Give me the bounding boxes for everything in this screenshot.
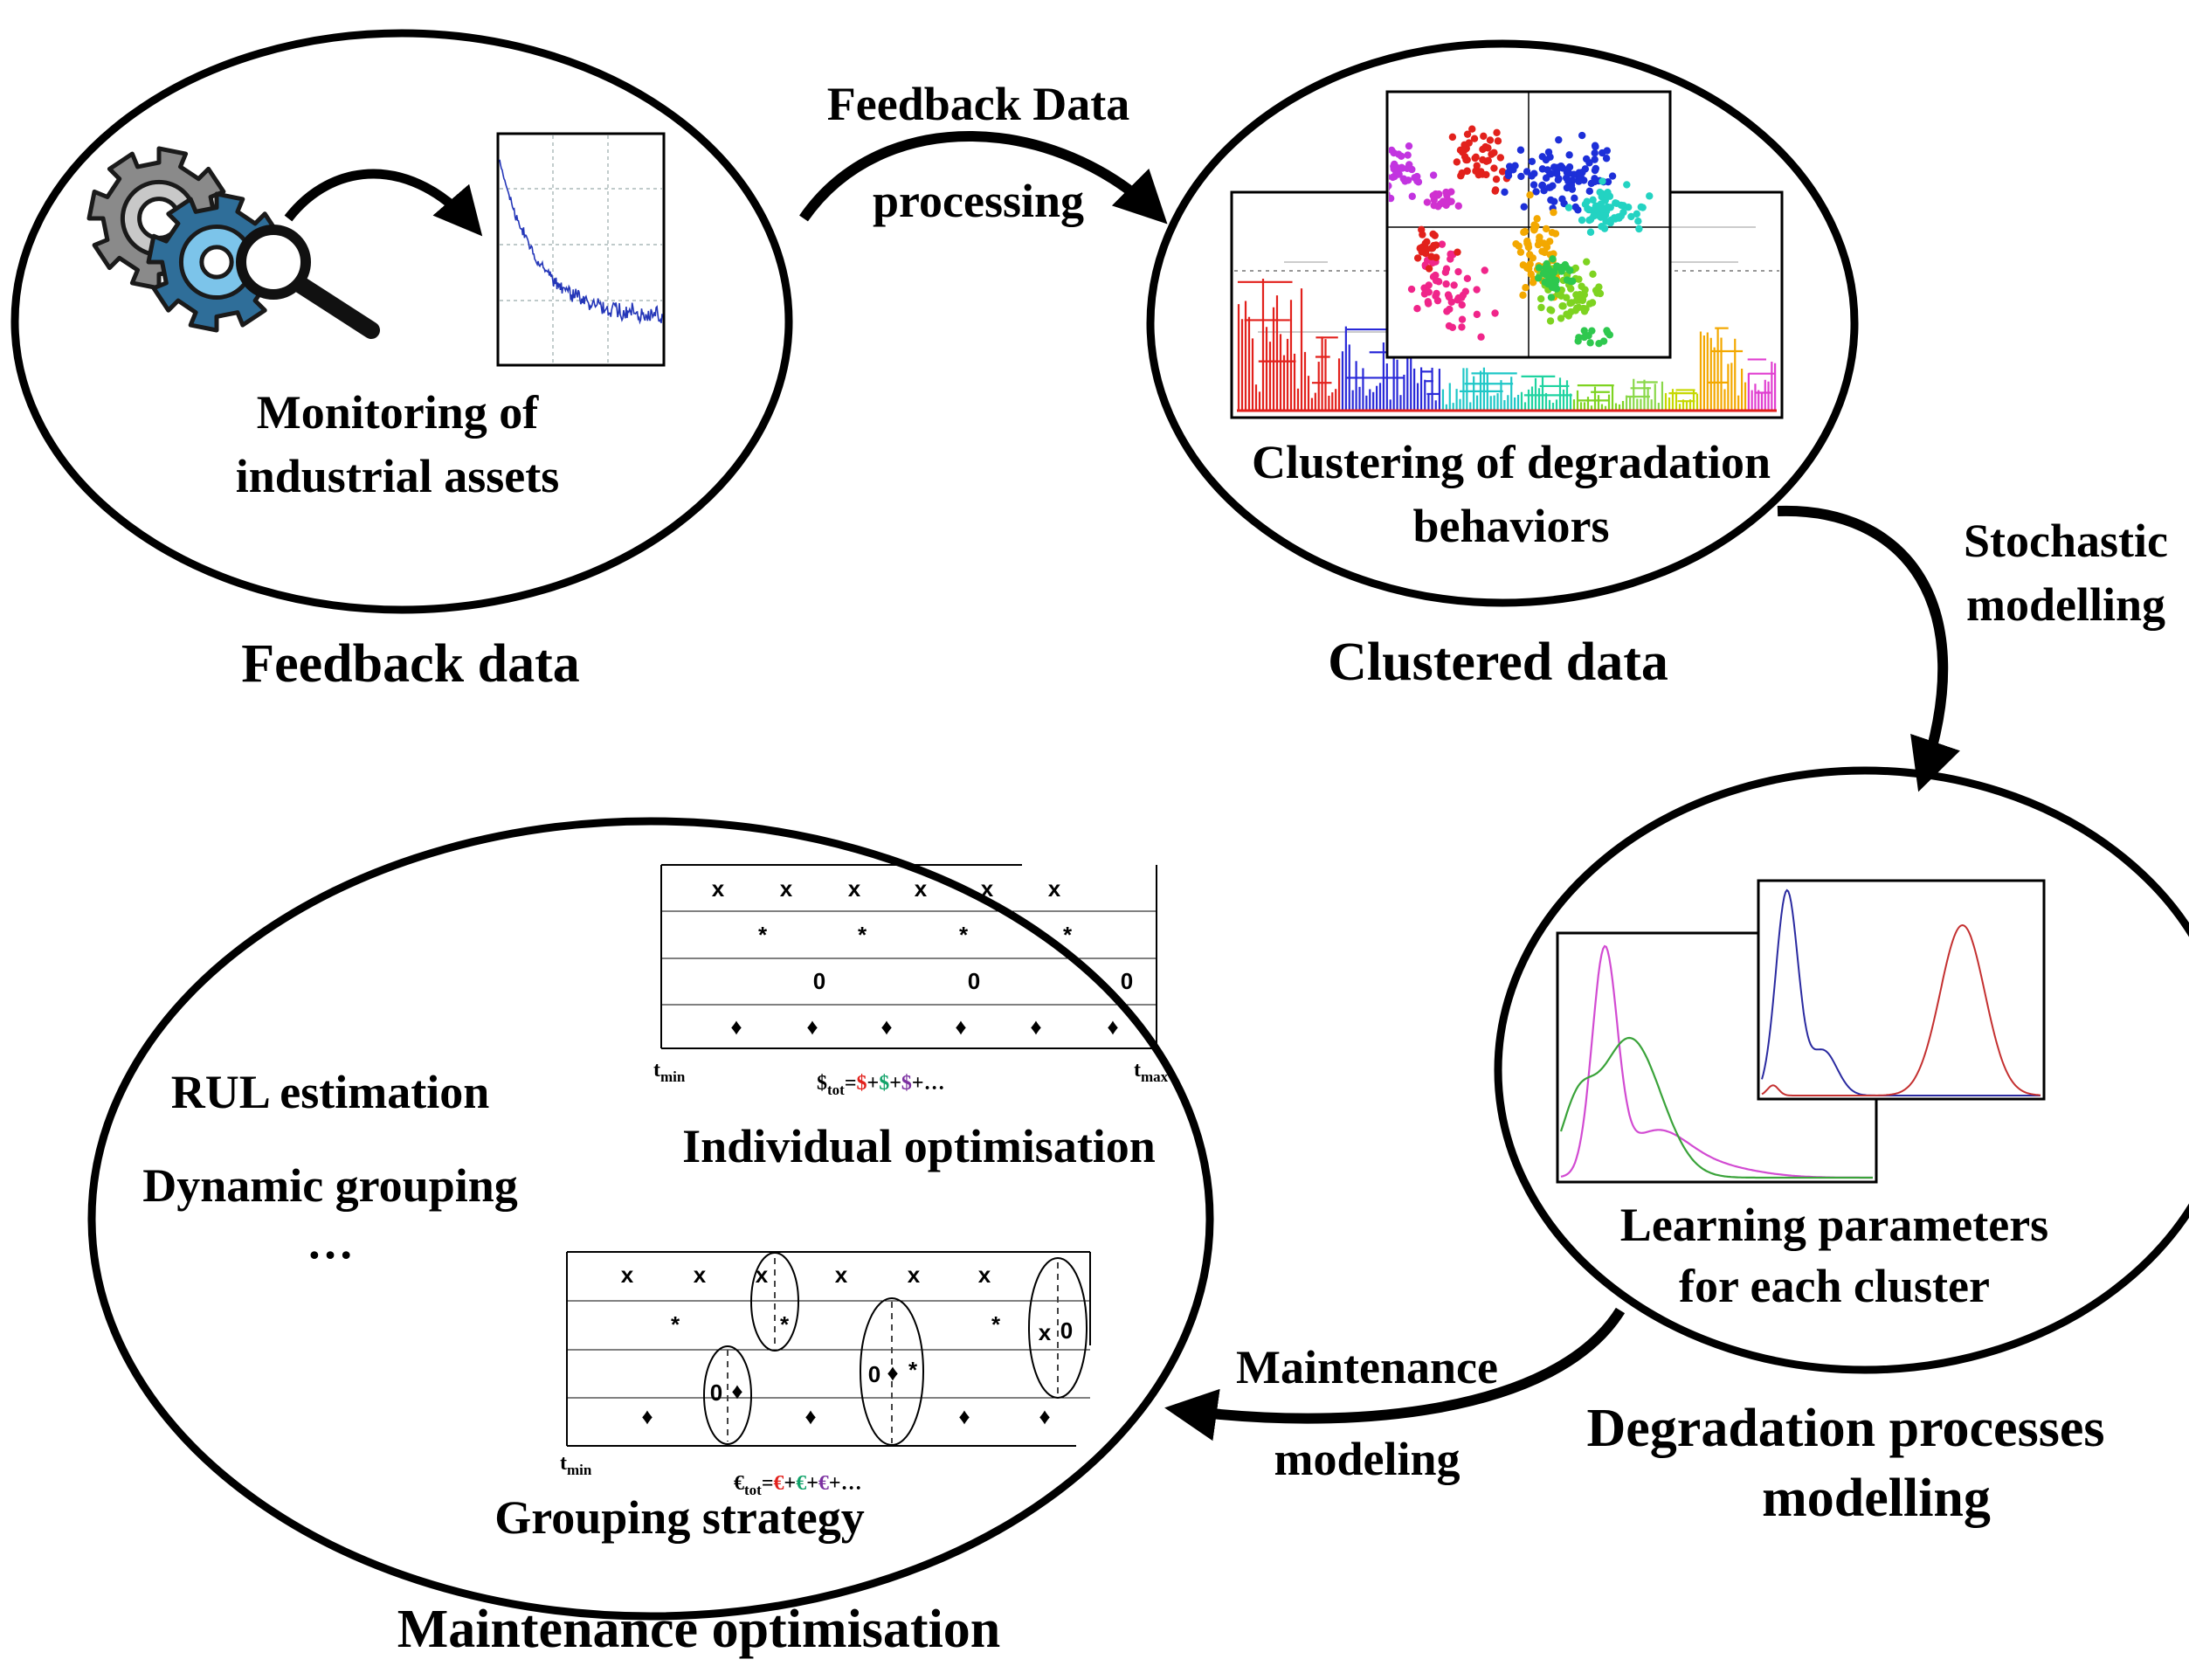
schedule-marker-o: 0	[868, 1361, 880, 1387]
clustered-caption-line1: Clustering of degradation	[1252, 436, 1771, 488]
feedback-caption-line1: Monitoring of	[257, 386, 539, 439]
schedule-marker-x: x	[1039, 1319, 1052, 1345]
schedule-marker-x: x	[848, 875, 861, 902]
schedule-marker-diamond: ♦	[731, 1378, 742, 1404]
individual-optimisation-label: Individual optimisation	[682, 1120, 1156, 1172]
feedback-ellipse	[10, 29, 793, 614]
schedule-marker-x: x	[712, 875, 725, 902]
schedule-marker-o: 0	[710, 1379, 722, 1406]
gear-icon	[86, 146, 287, 333]
individual-cost-formula: $tot=$+$+$+…	[817, 1072, 945, 1098]
schedule-marker-diamond: ♦	[1030, 1013, 1041, 1040]
schedule-marker-x: x	[780, 875, 793, 902]
density-plot-front	[1757, 879, 2046, 1101]
degradation-caption-line1: Learning parameters	[1620, 1199, 2048, 1251]
processing-arrow	[799, 131, 1168, 225]
individual-tmin-label: tmin	[653, 1059, 686, 1085]
individual-cost-term-purple: $	[901, 1072, 912, 1095]
schedule-marker-x: x	[978, 1262, 991, 1288]
schedule-marker-diamond: ♦	[958, 1403, 970, 1429]
schedule-marker-diamond: ♦	[880, 1013, 892, 1040]
schedule-marker-diamond: ♦	[955, 1013, 966, 1040]
clustered-ellipse	[1146, 39, 1859, 607]
schedule-marker-x: x	[621, 1262, 634, 1288]
schedule-marker-x: x	[756, 1262, 769, 1288]
schedule-marker-diamond: ♦	[730, 1013, 742, 1040]
maintenance-modeling-arrow	[1164, 1307, 1626, 1441]
schedule-marker-x: x	[694, 1262, 707, 1288]
schedule-marker-star: *	[858, 922, 867, 948]
individual-cost-term-red: $	[857, 1072, 867, 1095]
processing-label-line1: Feedback Data	[827, 78, 1129, 130]
grouping-strategy-label: Grouping strategy	[494, 1491, 865, 1544]
feedback-title: Feedback data	[241, 634, 580, 694]
monitoring-arrow	[284, 169, 483, 237]
grouping-cost-formula: €tot=€+€+€+…	[734, 1472, 862, 1498]
feedback-stage: Monitoring of industrial assets	[10, 29, 793, 614]
schedule-marker-x: x	[835, 1262, 848, 1288]
maintenance-modeling-label-line1: Maintenance	[1236, 1341, 1498, 1393]
schedule-marker-x: x	[1048, 875, 1061, 902]
grouping-cost-term-green: €	[796, 1472, 806, 1495]
schedule-marker-diamond: ♦	[887, 1359, 898, 1386]
signal-plot	[496, 132, 666, 367]
cluster-scatter-plot	[1385, 90, 1672, 359]
schedule-marker-star: *	[780, 1311, 790, 1338]
schedule-marker-o: 0	[1121, 968, 1133, 994]
clustered-stage: Clustering of degradation behaviors	[1146, 39, 1859, 607]
schedule-marker-o: 0	[813, 968, 825, 994]
individual-cost-term-green: $	[879, 1072, 889, 1095]
maintenance-title: Maintenance optimisation	[397, 1600, 1001, 1659]
schedule-marker-diamond: ♦	[1107, 1013, 1118, 1040]
schedule-marker-star: *	[758, 922, 768, 948]
maintenance-list-item-2: Dynamic grouping	[142, 1159, 518, 1212]
schedule-marker-diamond: ♦	[806, 1013, 818, 1040]
degradation-title-line2: modelling	[1762, 1469, 1991, 1528]
schedule-marker-o: 0	[1060, 1317, 1073, 1344]
stochastic-arrow	[1777, 505, 1960, 792]
schedule-marker-star: *	[908, 1357, 918, 1383]
degradation-caption-line2: for each cluster	[1679, 1260, 1990, 1312]
schedule-marker-diamond: ♦	[1039, 1403, 1050, 1429]
grouping-cost-term-red: €	[774, 1472, 784, 1495]
feedback-caption-line2: industrial assets	[236, 450, 560, 502]
degradation-title-line1: Degradation processes	[1587, 1399, 2105, 1458]
magnifier-icon	[236, 225, 380, 339]
individual-tmax-label: tmax	[1134, 1059, 1169, 1085]
maintenance-stage: RUL estimation Dynamic grouping … x x x x x x…	[87, 817, 1214, 1621]
maintenance-list-item-1: RUL estimation	[171, 1066, 490, 1118]
schedule-marker-diamond: ♦	[804, 1403, 816, 1429]
clustered-caption-line2: behaviors	[1412, 500, 1609, 552]
degradation-stage: Learning parameters for each cluster	[1494, 766, 2189, 1374]
grouping-tmin-label: tmin	[560, 1452, 592, 1478]
schedule-marker-x: x	[915, 875, 928, 902]
schedule-marker-star: *	[671, 1311, 680, 1338]
schedule-marker-star: *	[1063, 922, 1073, 948]
stochastic-label-line2: modelling	[1966, 578, 2165, 631]
degradation-ellipse	[1494, 766, 2189, 1374]
processing-label-line2: processing	[873, 175, 1084, 227]
schedule-marker-star: *	[991, 1311, 1001, 1338]
schedule-marker-x: x	[908, 1262, 921, 1288]
schedule-marker-diamond: ♦	[641, 1403, 653, 1429]
stochastic-label-line1: Stochastic	[1964, 515, 2168, 567]
maintenance-ellipse	[87, 817, 1214, 1621]
maintenance-list-item-3: …	[307, 1216, 354, 1269]
schedule-marker-x: x	[981, 875, 994, 902]
schedule-marker-star: *	[959, 922, 969, 948]
maintenance-modeling-label-line2: modeling	[1274, 1433, 1460, 1485]
grouping-cost-term-purple: €	[818, 1472, 829, 1495]
schedule-marker-o: 0	[968, 968, 980, 994]
clustered-title: Clustered data	[1328, 633, 1668, 692]
